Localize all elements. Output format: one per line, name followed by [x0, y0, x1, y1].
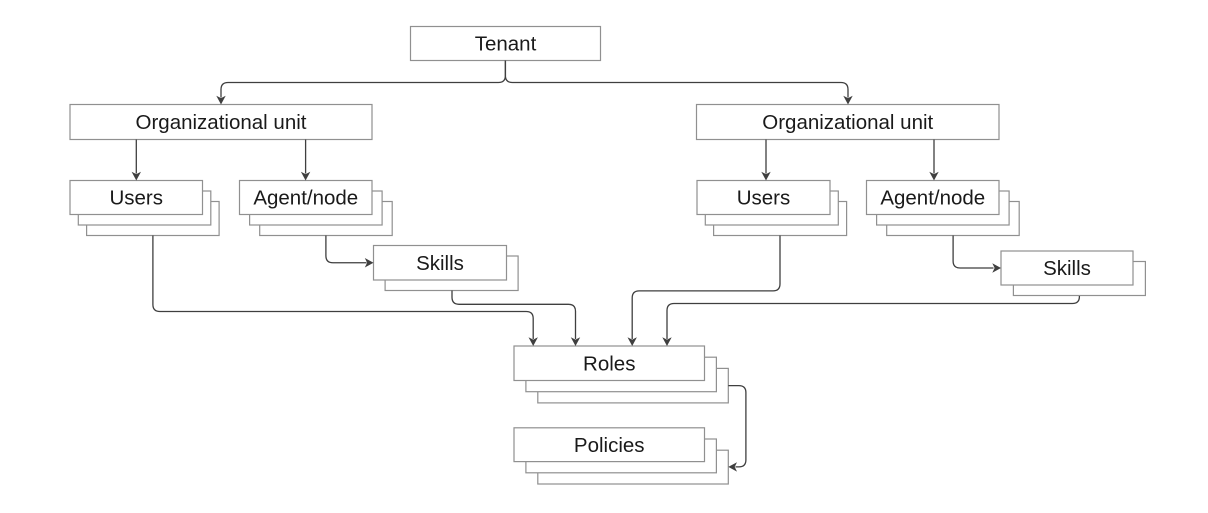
svg-text:Tenant: Tenant [475, 33, 537, 56]
svg-text:Roles: Roles [583, 352, 635, 375]
svg-text:Agent/node: Agent/node [253, 187, 358, 210]
svg-text:Users: Users [737, 187, 791, 210]
svg-text:Skills: Skills [416, 252, 464, 275]
svg-text:Agent/node: Agent/node [880, 187, 985, 210]
svg-text:Skills: Skills [1043, 257, 1091, 280]
svg-text:Organizational unit: Organizational unit [136, 111, 307, 134]
svg-text:Organizational unit: Organizational unit [762, 111, 933, 134]
svg-text:Policies: Policies [574, 434, 645, 457]
svg-text:Users: Users [109, 187, 163, 210]
